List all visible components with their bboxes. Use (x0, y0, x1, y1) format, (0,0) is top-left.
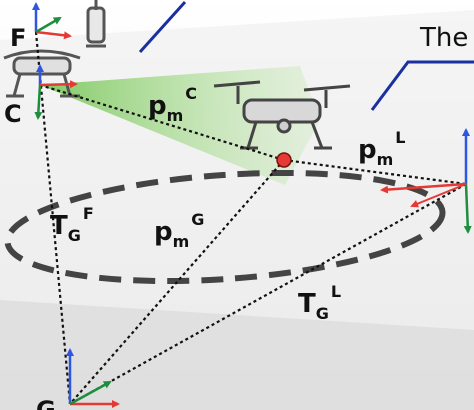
callout-line-right (370, 60, 474, 111)
frame-L-axes (380, 128, 472, 234)
frame-C-x-axis-icon (39, 80, 78, 89)
frame-L-x2-axis-icon (410, 183, 467, 208)
frame-label-G: G (36, 396, 56, 410)
frame-F-axes (32, 2, 72, 40)
frame-F-x-axis-icon (35, 30, 72, 40)
camera-fov-cone (40, 66, 320, 185)
frame-label-F: F (10, 24, 26, 52)
frame-C-axes (34, 64, 78, 120)
target-point (276, 152, 292, 168)
line-pm-C (39, 83, 285, 162)
target-drone-icon (213, 80, 351, 150)
label-TG-F: TGF (50, 204, 94, 245)
back-wall (0, 10, 474, 330)
label-pm-C: pmC (148, 84, 197, 125)
callout-line-top (138, 0, 187, 54)
label-TG-L: TGL (298, 282, 341, 323)
line-pm-G (69, 159, 285, 405)
frame-G-y-axis-icon (69, 380, 112, 406)
label-pm-L: pmL (358, 128, 406, 169)
flight-track (4, 169, 446, 285)
frame-L-y-axis-icon (463, 183, 472, 234)
relation-lines (34, 31, 467, 405)
frame-label-C: C (4, 100, 22, 128)
line-pm-L (283, 158, 467, 186)
floor-plane (0, 300, 474, 410)
label-pm-G: pmG (154, 210, 204, 251)
frame-F-y-axis-icon (35, 16, 62, 34)
frame-L-x-axis-icon (380, 182, 467, 194)
callout-text: The (419, 23, 468, 53)
frame-C-y-axis-icon (34, 84, 43, 120)
line-TG-F (34, 31, 72, 405)
frame-G-axes (66, 348, 120, 408)
